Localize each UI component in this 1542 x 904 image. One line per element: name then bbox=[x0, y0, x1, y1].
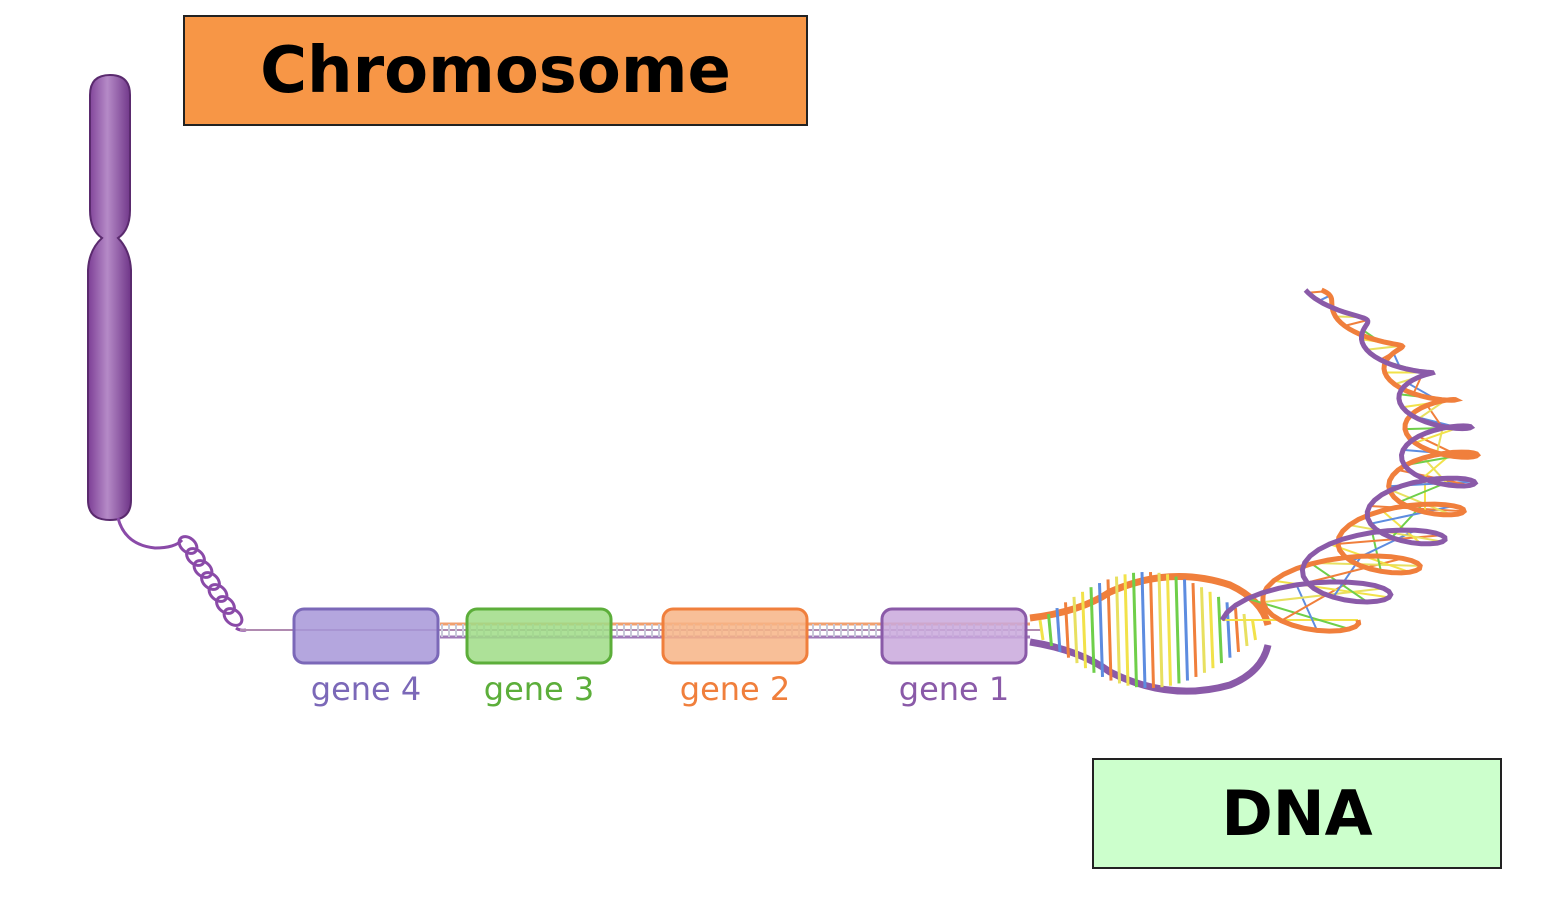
gene-box bbox=[880, 607, 1028, 665]
dna-bubble bbox=[1029, 572, 1272, 695]
gene-box bbox=[661, 607, 809, 665]
gene-box bbox=[292, 607, 440, 665]
gene-boxes: gene 4 gene 3 gene 2 gene 1 bbox=[292, 607, 1028, 708]
chromosome-shape bbox=[87, 73, 132, 522]
dna-label-text: DNA bbox=[1221, 777, 1373, 850]
gene-label: gene 2 bbox=[680, 670, 791, 708]
gene-label: gene 4 bbox=[311, 670, 422, 708]
chromatin-coil bbox=[177, 535, 247, 632]
gene-label: gene 1 bbox=[899, 670, 1010, 708]
chromosome-label: Chromosome bbox=[183, 15, 808, 126]
dna-label: DNA bbox=[1092, 758, 1502, 869]
chromosome-label-text: Chromosome bbox=[260, 33, 731, 108]
gene-label: gene 3 bbox=[484, 670, 595, 708]
gene-box bbox=[465, 607, 613, 665]
coiled-strand bbox=[116, 517, 184, 550]
dna-double-helix bbox=[1219, 287, 1482, 634]
